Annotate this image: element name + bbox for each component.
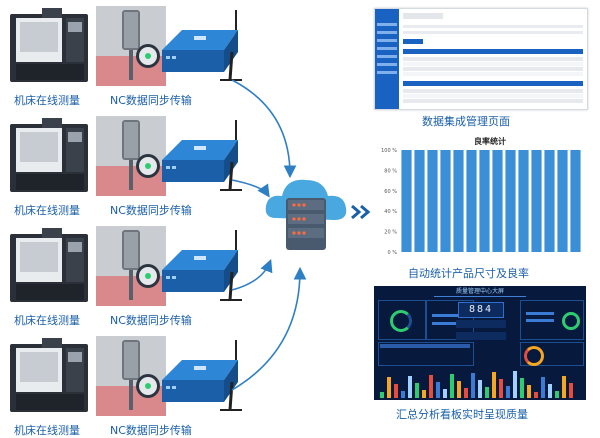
chart-title: 良率统计 (474, 136, 506, 146)
cloud-server-icon (265, 179, 347, 250)
yield-bar (466, 150, 477, 252)
dashboard-mini-bar (541, 377, 545, 398)
mgmt-table-row (403, 99, 583, 103)
dashboard-caption: 汇总分析看板实时呈现质量 (396, 408, 528, 421)
yield-bar (440, 150, 451, 252)
cnc-machine-icon (10, 228, 88, 302)
dashboard-mini-bar (485, 387, 489, 398)
measuring-probe-icon (96, 336, 166, 416)
y-tick-label: 40 % (384, 209, 397, 215)
quality-dashboard: 质量管理中心大屏 884 (374, 286, 586, 400)
dashboard-mini-bar (478, 380, 482, 398)
mgmt-caption: 数据集成管理页面 (422, 115, 510, 128)
yield-bar (492, 150, 503, 252)
dashboard-mini-bar (464, 388, 468, 398)
yield-bar (570, 150, 581, 252)
gateway-device-icon (162, 230, 242, 301)
double-chevron-right-icon (351, 204, 371, 220)
nc-transfer-label: NC数据同步传输 (110, 94, 192, 107)
dashboard-mini-bar (401, 391, 405, 398)
mgmt-table-row (403, 67, 583, 71)
yield-bar (518, 150, 529, 252)
dashboard-mini-bar (450, 374, 454, 398)
measuring-probe-icon (96, 226, 166, 306)
cnc-machine-icon (10, 338, 88, 412)
dashboard-mini-bar (415, 383, 419, 398)
yield-bar (544, 150, 555, 252)
yield-chart-panel: 良率统计 100 % 80 % 60 % 40 % 20 % 0 % (374, 134, 586, 260)
yield-bar (479, 150, 490, 252)
measuring-probe-icon (96, 6, 166, 86)
dashboard-mini-bar (562, 376, 566, 398)
dashboard-mini-bar (394, 384, 398, 398)
mgmt-table-row (403, 89, 583, 93)
dashboard-mini-bar (380, 392, 384, 398)
arrow-row1 (231, 79, 297, 179)
measuring-probe-icon (96, 116, 166, 196)
yield-bar (557, 150, 568, 252)
arrow-row3 (231, 259, 273, 291)
yield-bar (427, 150, 438, 252)
dashboard-mini-bar (499, 379, 503, 398)
yield-bar (531, 150, 542, 252)
dashboard-mini-bar (555, 391, 559, 398)
dashboard-title: 质量管理中心大屏 (455, 288, 504, 295)
data-management-page (374, 8, 588, 110)
mgmt-table-header (403, 49, 583, 54)
cnc-machine-icon (10, 8, 88, 82)
dashboard-mini-bar (471, 373, 475, 398)
y-tick-label: 0 % (387, 250, 397, 256)
arrow-row2 (231, 179, 270, 198)
gateway-device-icon (162, 340, 242, 411)
mgmt-table-row (403, 94, 583, 98)
dashboard-mini-bar (457, 381, 461, 398)
cnc-machine-icon (10, 118, 88, 192)
yield-bar (401, 150, 412, 252)
machine-measure-label: 机床在线测量 (14, 204, 80, 217)
dashboard-mini-bar (534, 392, 538, 398)
machine-measure-label: 机床在线测量 (14, 94, 80, 107)
arrow-row4 (231, 266, 307, 391)
y-tick-label: 80 % (384, 168, 397, 174)
dashboard-mini-bar (408, 376, 412, 398)
nc-transfer-label: NC数据同步传输 (110, 204, 192, 217)
y-tick-label: 60 % (384, 189, 397, 195)
dashboard-mini-bar (422, 390, 426, 398)
counter-display: 884 (458, 302, 504, 318)
dashboard-mini-bar (387, 377, 391, 398)
dashboard-mini-bar (548, 384, 552, 398)
yield-caption: 自动统计产品尺寸及良率 (408, 267, 529, 280)
gateway-device-icon (162, 120, 242, 191)
yield-bar (505, 150, 516, 252)
y-tick-label: 20 % (384, 230, 397, 236)
dashboard-mini-bar (436, 382, 440, 398)
dashboard-mini-bar (429, 375, 433, 398)
nc-transfer-label: NC数据同步传输 (110, 314, 192, 327)
yield-bar (453, 150, 464, 252)
mgmt-table-row (403, 62, 583, 66)
mgmt-table-row (403, 57, 583, 61)
yield-bar-chart: 良率统计 100 % 80 % 60 % 40 % 20 % 0 % (381, 136, 581, 256)
y-tick-label: 100 % (381, 148, 397, 154)
dashboard-mini-bar (569, 383, 573, 398)
dashboard-mini-bar (506, 386, 510, 398)
dashboard-mini-bar (443, 389, 447, 398)
yield-bar (414, 150, 425, 252)
mgmt-table-row (403, 72, 583, 76)
dashboard-mini-bar (513, 371, 517, 398)
machine-measure-label: 机床在线测量 (14, 314, 80, 327)
dashboard-mini-bar (492, 372, 496, 398)
dashboard-mini-bar (520, 378, 524, 398)
dashboard-mini-bar (527, 385, 531, 398)
gateway-device-icon (162, 10, 242, 81)
